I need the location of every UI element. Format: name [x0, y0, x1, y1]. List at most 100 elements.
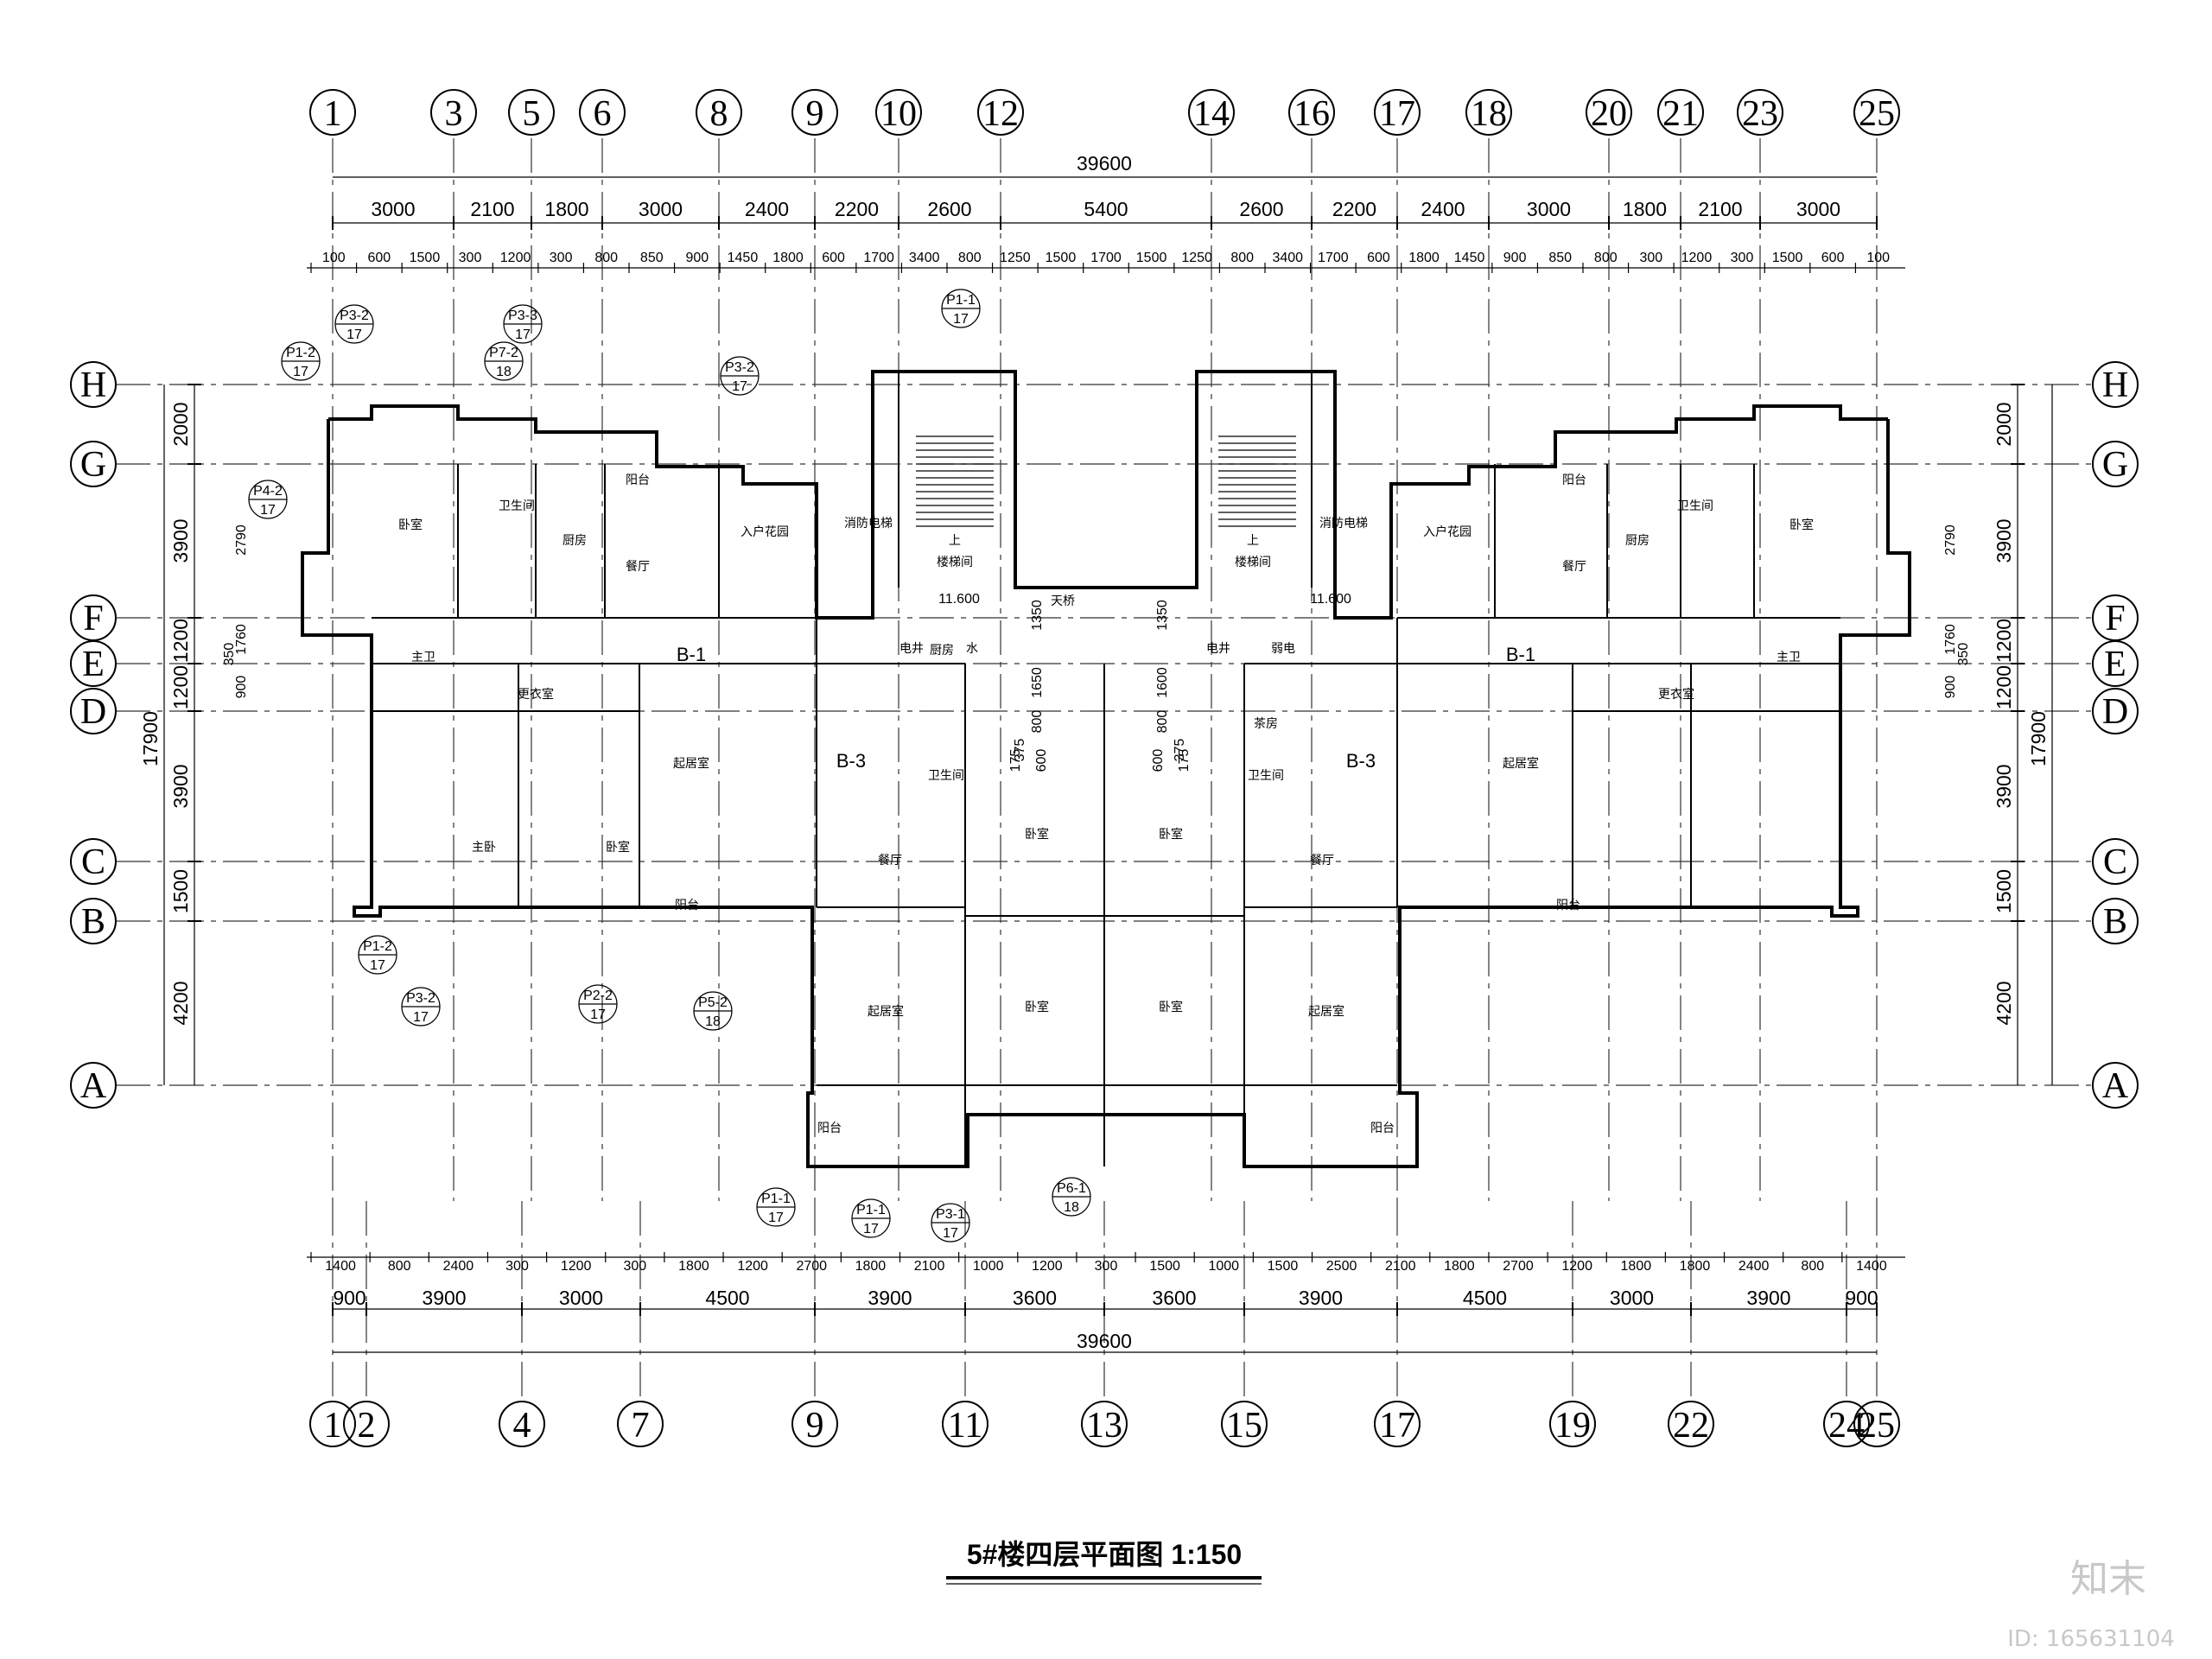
room-label-bedroom: 卧室 [1025, 827, 1049, 841]
detail-ref-code: P1-1 [856, 1203, 886, 1217]
side-dim: 2000 [1993, 402, 2015, 446]
side-dim: 4200 [169, 981, 192, 1025]
col-label-bottom: 9 [806, 1406, 824, 1446]
col-bubble-bottom [1853, 1401, 1900, 1447]
room-label-toilet: 卫生间 [1677, 499, 1713, 512]
detail-ref-sheet: 17 [515, 327, 531, 342]
watermark-id: ID: 165631104 [2007, 1626, 2175, 1652]
top-dim: 5400 [1084, 198, 1128, 220]
col-bubble-top [696, 89, 742, 136]
zone-label: B-1 [1506, 644, 1535, 665]
col-bubble-bottom [499, 1401, 545, 1447]
detail-ref-code: P1-1 [761, 1192, 791, 1206]
top-detail-dim: 850 [1548, 251, 1572, 265]
outline-right-north [1104, 370, 1888, 620]
top-dim: 2600 [1239, 198, 1283, 220]
core-small-dim: 1350 [1030, 600, 1045, 631]
room-label-bedroom: 卧室 [398, 518, 423, 531]
top-detail-dim: 1700 [863, 251, 894, 265]
bottom-detail-dim: 1000 [1208, 1259, 1239, 1274]
top-detail-dim: 1500 [1046, 251, 1077, 265]
col-label-top: 1 [324, 94, 342, 134]
bottom-dim: 900 [333, 1287, 365, 1309]
top-detail-dim: 300 [550, 251, 573, 265]
side-small-dim-right: 1760 [1943, 624, 1958, 655]
col-label-bottom: 7 [632, 1406, 650, 1446]
top-detail-dim: 600 [1821, 251, 1845, 265]
room-label-bedroom: 卧室 [606, 840, 630, 854]
room-label-bedroom: 卧室 [1159, 827, 1183, 841]
col-bubble-top [430, 89, 477, 136]
detail-ref-code: P7-2 [489, 346, 518, 360]
row-bubble-right [2092, 640, 2139, 687]
core-small-dim: 175 [1177, 749, 1192, 772]
room-label-elec: 电井 [899, 641, 924, 655]
row-label-right: B [2103, 902, 2127, 942]
bottom-dim: 3900 [1299, 1287, 1343, 1309]
row-bubble-left [70, 838, 117, 885]
top-dim: 3000 [1796, 198, 1840, 220]
core-small-dim: 375 [1173, 739, 1187, 762]
room-label-balcony: 阳台 [1556, 898, 1580, 912]
col-bubble-top [1737, 89, 1783, 136]
top-dim: 3000 [371, 198, 415, 220]
core-small-dim: 800 [1155, 710, 1170, 734]
core-small-dim: 1650 [1030, 667, 1045, 698]
detail-ref-code: P3-2 [725, 360, 754, 375]
bottom-detail-dim: 1800 [1680, 1259, 1711, 1274]
bottom-detail-dim: 2400 [1738, 1259, 1770, 1274]
room-label-kitchen: 厨房 [1625, 533, 1649, 547]
top-dim: 3000 [1527, 198, 1571, 220]
room-label-fire-elevator: 消防电梯 [1319, 516, 1368, 530]
detail-ref-code: P3-2 [340, 308, 369, 323]
row-bubble-right [2092, 838, 2139, 885]
bottom-detail-dim: 1800 [1444, 1259, 1475, 1274]
col-bubble-bottom [309, 1401, 356, 1447]
detail-ref-sheet: 17 [863, 1222, 879, 1236]
col-bubble-bottom [942, 1401, 988, 1447]
row-label-left: D [80, 692, 106, 732]
detail-ref-sheet: 17 [768, 1211, 784, 1225]
room-label-entry-garden: 入户花园 [741, 524, 789, 538]
detail-ref-sheet: 17 [260, 503, 276, 518]
col-label-bottom: 1 [324, 1406, 342, 1446]
top-detail-dim: 800 [958, 251, 982, 265]
col-bubble-top [1586, 89, 1632, 136]
bottom-detail-dim: 1400 [1856, 1259, 1887, 1274]
col-bubble-bottom [343, 1401, 390, 1447]
outline-south [301, 419, 1911, 1168]
row-label-left: C [81, 842, 105, 882]
bottom-dim: 900 [1845, 1287, 1878, 1309]
bottom-dim: 3600 [1152, 1287, 1196, 1309]
room-label-stair-hall: 楼梯间 [937, 555, 973, 569]
watermark-logo: 知末 [2070, 1557, 2146, 1601]
bottom-detail-dim: 2100 [1385, 1259, 1416, 1274]
top-detail-dim: 1250 [1181, 251, 1212, 265]
bottom-detail-dim: 1400 [325, 1259, 356, 1274]
col-bubble-top [1288, 89, 1335, 136]
bottom-detail-dim: 1800 [1621, 1259, 1652, 1274]
room-label-elec: 电井 [1206, 641, 1230, 655]
row-bubble-left [70, 361, 117, 408]
room-label-master-bath: 主卫 [1777, 650, 1801, 664]
top-dim: 2200 [835, 198, 879, 220]
side-dim: 1200 [1993, 619, 2015, 663]
core-small-dim: 800 [1030, 710, 1045, 734]
top-detail-dim: 3400 [1272, 251, 1303, 265]
bottom-detail-dim: 1000 [973, 1259, 1004, 1274]
core-small-dim: 600 [1034, 749, 1049, 772]
bottom-detail-dim: 300 [1095, 1259, 1118, 1274]
bottom-detail-dim: 800 [1801, 1259, 1824, 1274]
bottom-detail-dim: 1200 [1032, 1259, 1063, 1274]
room-label-bedroom: 卧室 [1025, 1000, 1049, 1014]
detail-ref-sheet: 18 [496, 365, 512, 379]
room-label-living: 起居室 [868, 1004, 904, 1018]
row-label-right: F [2105, 599, 2125, 639]
col-label-bottom: 13 [1086, 1406, 1122, 1446]
col-label-bottom: 4 [513, 1406, 531, 1446]
bottom-detail-dim: 1500 [1268, 1259, 1299, 1274]
row-bubble-left [70, 898, 117, 944]
core-small-dim: 375 [1013, 739, 1027, 762]
